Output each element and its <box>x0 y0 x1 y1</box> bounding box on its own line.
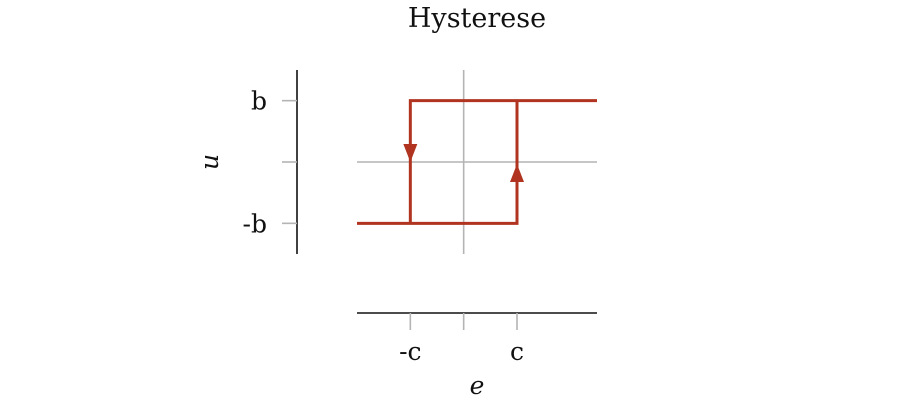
x-tick-label: -c <box>399 337 421 366</box>
tick-marks: b -b -c c <box>243 87 524 366</box>
y-tick-label: -b <box>243 209 267 238</box>
grid-lines <box>357 70 597 254</box>
y-tick-label: b <box>251 87 267 116</box>
arrow-up-marker <box>510 164 524 182</box>
arrow-down-marker <box>403 144 418 162</box>
hysteresis-line <box>357 99 597 225</box>
axes <box>296 70 597 314</box>
x-axis-label: e <box>470 371 485 400</box>
x-tick-label: c <box>510 337 524 366</box>
chart-title: Hysterese <box>408 3 546 34</box>
y-axis-label: u <box>195 154 224 170</box>
plot-area <box>357 99 597 225</box>
